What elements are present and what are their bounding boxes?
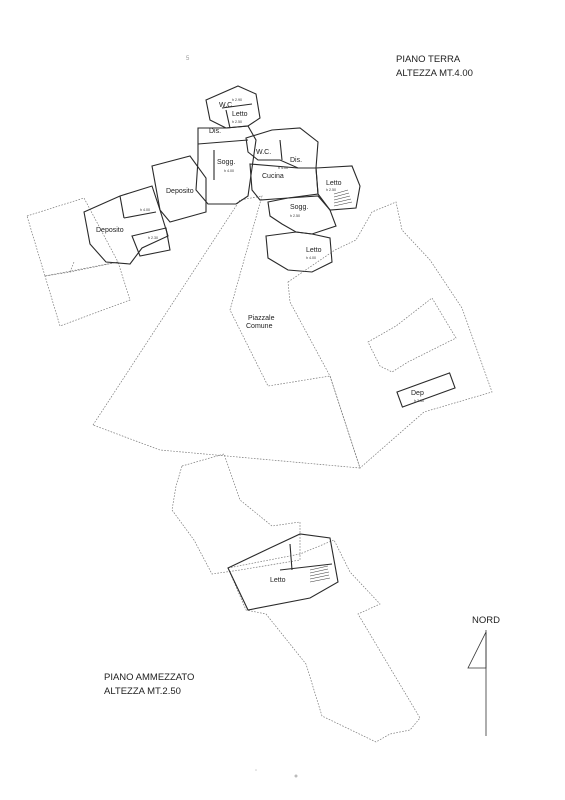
ground-floor-walls xyxy=(83,85,456,408)
height-dep: h 2.30 xyxy=(414,399,424,403)
north-arrow-icon xyxy=(467,630,487,736)
piano-terra-title: PIANO TERRA xyxy=(396,54,461,65)
height-letto-2: h 2.50 xyxy=(326,188,336,192)
speck xyxy=(294,774,298,778)
mezzanine-outline xyxy=(171,453,421,743)
piazzale-label: Piazzale xyxy=(248,315,275,322)
room-deposito-1: Deposito xyxy=(166,188,194,195)
room-cucina: Cucina xyxy=(262,173,284,180)
scribble-mark: 5 xyxy=(186,56,190,62)
piano-ammezzato-title: PIANO AMMEZZATO xyxy=(104,672,194,683)
room-dis-2: Dis. xyxy=(290,157,302,164)
height-deposito-b: h 2.30 xyxy=(148,236,158,240)
room-wc-1: W.C. xyxy=(219,102,234,109)
room-wc-2: W.C. xyxy=(256,149,271,156)
north-label: NORD xyxy=(472,615,500,626)
room-sogg-1: Sogg. xyxy=(217,159,235,166)
room-sogg-2: Sogg. xyxy=(290,204,308,211)
ground-floor-outline xyxy=(26,195,493,469)
height-wc-1: h 2.90 xyxy=(232,98,242,102)
room-dep: Dep xyxy=(411,390,424,397)
room-letto-mezzanine: Letto xyxy=(270,577,286,584)
mezzanine-stair xyxy=(309,565,331,583)
height-dis-2: h 4.00 xyxy=(278,166,288,170)
room-letto-1: Letto xyxy=(232,111,248,118)
height-sogg-1: h 4.00 xyxy=(224,169,234,173)
room-dis-1: Dis. xyxy=(209,128,221,135)
room-deposito-2: Deposito xyxy=(96,227,124,234)
piano-ammezzato-height: ALTEZZA MT.2.50 xyxy=(104,686,181,697)
piano-terra-height: ALTEZZA MT.4.00 xyxy=(396,68,473,79)
comune-label: Comune xyxy=(246,323,273,330)
height-deposito-a: h 4.00 xyxy=(140,208,150,212)
mezzanine-walls xyxy=(227,533,339,611)
height-sogg-2: h 2.50 xyxy=(290,214,300,218)
room-letto-3: Letto xyxy=(306,247,322,254)
ground-stair xyxy=(333,189,353,207)
height-letto-1: h 2.50 xyxy=(232,120,242,124)
height-letto-3: h 4.00 xyxy=(306,256,316,260)
speck xyxy=(255,769,257,771)
room-letto-2: Letto xyxy=(326,180,342,187)
